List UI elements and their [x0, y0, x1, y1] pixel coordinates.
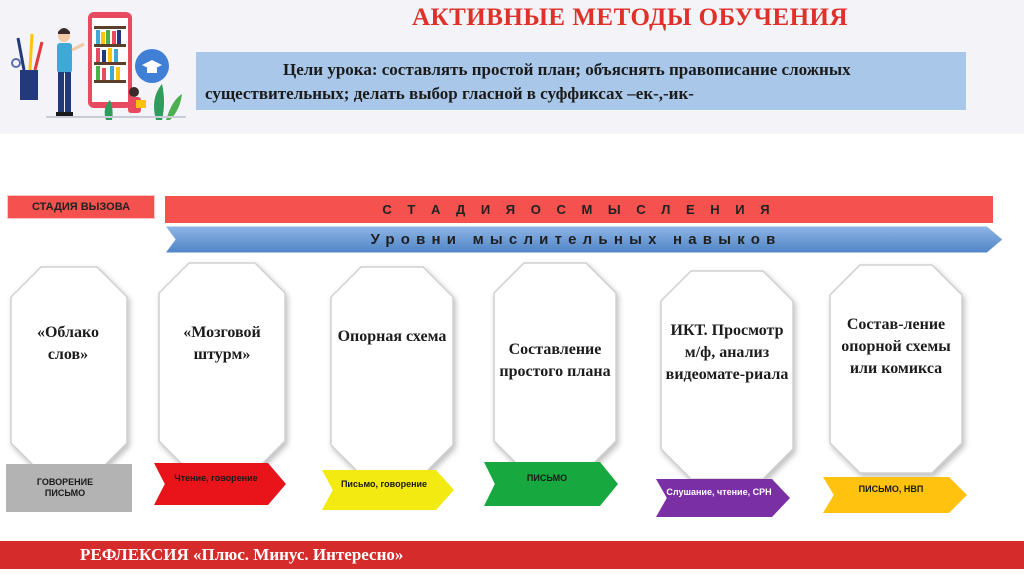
skill-label: Слушание, чтение, СРН — [666, 487, 772, 498]
skill-tag-shape — [484, 462, 618, 506]
method-text: Состав-ление опорной схемы или комикса — [833, 314, 959, 380]
skill-tag-shape — [656, 479, 790, 517]
skill-tag-shape — [823, 477, 967, 513]
skill-tag-shape — [322, 470, 454, 510]
skill-label: ПИСЬМО, НВП — [833, 484, 949, 495]
skill-label: Чтение, говорение — [164, 473, 268, 484]
method-card-outline — [11, 267, 127, 473]
page-title: АКТИВНЫЕ МЕТОДЫ ОБУЧЕНИЯ — [260, 4, 1000, 32]
goals-label: Цели урока: — [283, 60, 378, 79]
skill-tag — [656, 479, 790, 517]
skill-tag — [823, 477, 967, 513]
skill-tag-shape — [154, 463, 286, 505]
method-card — [330, 266, 454, 476]
stage-comprehension-banner: С Т А Д И Я О С М Ы С Л Е Н И Я — [165, 196, 993, 223]
stage-call-label: СТАДИЯ ВЫЗОВА — [7, 195, 155, 219]
method-card — [158, 262, 286, 472]
skill-label: Письмо, говорение — [332, 479, 436, 490]
skill-label: ГОВОРЕНИЕ ПИСЬМО — [16, 477, 114, 499]
method-text: Опорная схема — [334, 326, 450, 348]
method-text: «Облако слов» — [16, 322, 120, 366]
method-card-outline — [159, 263, 285, 471]
levels-label: Уровни мыслительных навыков — [165, 226, 987, 253]
reflection-label: РЕФЛЕКСИЯ «Плюс. Минус. Интересно» — [80, 541, 403, 569]
bottom-strip — [0, 569, 1024, 574]
method-text: Составление простого плана — [496, 339, 614, 383]
skill-tag — [322, 470, 454, 510]
skill-label: ПИСЬМО — [494, 473, 600, 484]
teacher-illustration — [6, 8, 196, 126]
method-text: ИКТ. Просмотр м/ф, анализ видеомате-риал… — [664, 320, 790, 386]
skill-tag — [484, 462, 618, 506]
method-text: «Мозговой штурм» — [162, 322, 282, 366]
method-card — [10, 266, 128, 474]
method-card-outline — [331, 267, 453, 475]
lesson-goals: Цели урока: составлять простой план; объ… — [205, 58, 965, 106]
skill-tag — [154, 463, 286, 505]
